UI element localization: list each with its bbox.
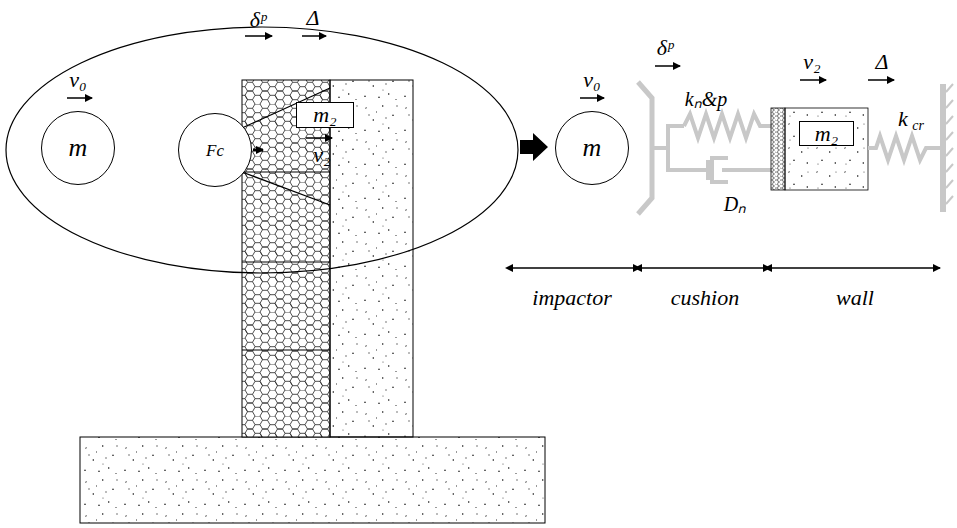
velocity-label: v₀ — [583, 69, 600, 91]
mass-box: m₂ — [799, 121, 854, 146]
section-label: cushion — [671, 287, 739, 309]
displacement-label: δᵖ — [657, 37, 673, 59]
node-text: m — [583, 135, 602, 161]
damper-label: Dₙ — [724, 194, 746, 214]
velocity-label: v₀ — [69, 69, 86, 91]
velocity-label: v₂ — [313, 144, 330, 166]
spring-subscript: cr — [912, 119, 924, 133]
section-label: impactor — [532, 287, 611, 309]
section-label: wall — [836, 287, 874, 309]
displacement-label: δᵖ — [250, 9, 266, 31]
displacement-label: Δ — [307, 7, 320, 29]
node-text: m — [69, 135, 88, 161]
impact-ball: Fc — [178, 113, 252, 187]
node-text: m₂ — [815, 123, 839, 145]
velocity-label: v₂ — [803, 51, 820, 73]
spring-label: k — [898, 108, 908, 130]
impactor-ball: m — [555, 111, 629, 185]
displacement-label: Δ — [876, 51, 889, 73]
node-text: Fc — [206, 142, 224, 159]
mass-box: m₂ — [296, 102, 354, 128]
node-text: m₂ — [313, 104, 337, 126]
spring-label: kₙ&p — [685, 89, 727, 109]
impactor-ball: m — [41, 111, 115, 185]
